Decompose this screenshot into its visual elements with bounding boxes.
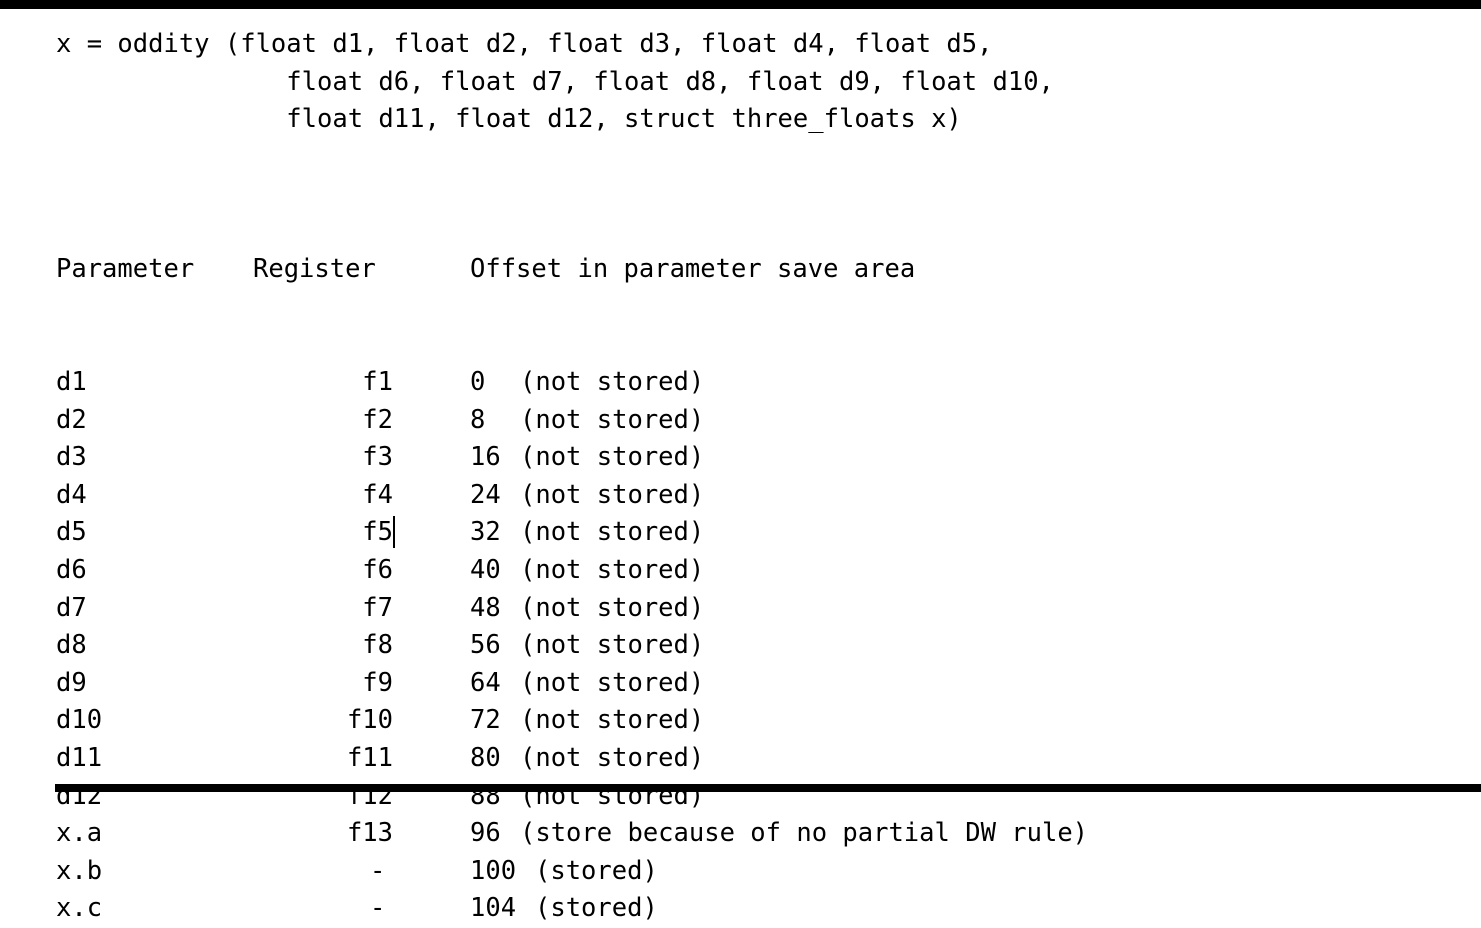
cell-parameter: d1: [56, 366, 87, 397]
cell-offset: 0: [470, 366, 486, 397]
table-row: d6 f6 40 (not stored): [0, 552, 704, 590]
cell-parameter: d3: [56, 442, 87, 473]
cell-parameter: x.a: [56, 818, 103, 849]
cell-note: (not stored): [520, 705, 705, 736]
cell-register: f10: [346, 705, 393, 736]
cell-register: f8: [362, 630, 393, 661]
cell-register: f13: [346, 818, 393, 849]
cell-parameter: d6: [56, 554, 87, 585]
parameter-table: Parameter Register Offset in parameter s…: [0, 176, 1088, 928]
signature-line: x = oddity (float d1, float d2, float d3…: [56, 29, 993, 59]
cell-parameter: x.c: [56, 893, 103, 924]
cell-note: (not stored): [520, 366, 705, 397]
cell-note: (stored): [535, 855, 658, 886]
cell-register: f9: [362, 667, 393, 698]
column-header-parameter: Parameter: [56, 254, 195, 285]
cell-register: f3: [362, 442, 393, 473]
cell-offset: 64: [470, 667, 501, 698]
cell-register: -: [370, 855, 386, 886]
cell-offset: 8: [470, 404, 486, 435]
table-row: d4 f4 24 (not stored): [0, 477, 704, 515]
cell-parameter: d10: [56, 705, 103, 736]
cell-note: (not stored): [520, 592, 705, 623]
cell-register: f6: [362, 554, 393, 585]
cell-register: f11: [346, 742, 393, 773]
table-row: d9 f9 64 (not stored): [0, 665, 704, 703]
cell-note: (not stored): [520, 667, 705, 698]
cell-offset: 96: [470, 818, 501, 849]
cell-offset: 72: [470, 705, 501, 736]
signature-line: float d6, float d7, float d8, float d9, …: [56, 66, 1054, 97]
table-row: d5 f5 32 (not stored): [0, 514, 704, 552]
cell-parameter: d5: [56, 517, 87, 548]
cell-parameter: d4: [56, 479, 87, 510]
cell-offset: 48: [470, 592, 501, 623]
bottom-horizontal-rule: [55, 784, 1481, 792]
cell-note: (store because of no partial DW rule): [520, 818, 1089, 849]
cell-register: -: [370, 893, 386, 924]
cell-offset: 40: [470, 554, 501, 585]
text-cursor: [393, 516, 395, 549]
top-horizontal-rule: [0, 0, 1481, 9]
signature-line: float d11, float d12, struct three_float…: [56, 104, 962, 135]
cell-offset: 16: [470, 442, 501, 473]
cell-offset: 24: [470, 479, 501, 510]
cell-register: f1: [362, 366, 393, 397]
cell-note: (not stored): [520, 742, 705, 773]
cell-register: f5: [362, 517, 393, 548]
table-row: d3 f3 16 (not stored): [0, 439, 704, 477]
cell-note: (not stored): [520, 479, 705, 510]
table-row: d10 f10 72 (not stored): [0, 702, 704, 740]
table-row: d11 f11 80 (not stored): [0, 740, 704, 778]
cell-parameter: x.b: [56, 855, 103, 886]
cell-register: f7: [362, 592, 393, 623]
cell-note: (stored): [535, 893, 658, 924]
cell-offset: 104: [470, 893, 517, 924]
cell-register: f2: [362, 404, 393, 435]
cell-note: (not stored): [520, 554, 705, 585]
cell-offset: 56: [470, 630, 501, 661]
cell-parameter: d11: [56, 742, 103, 773]
cell-parameter: d2: [56, 404, 87, 435]
table-row: x.b - 100 (stored): [0, 853, 658, 891]
cell-note: (not stored): [520, 630, 705, 661]
table-header-row: Parameter Register Offset in parameter s…: [0, 251, 915, 289]
cell-offset: 80: [470, 742, 501, 773]
table-row: x.a f13 96 (store because of no partial DW …: [0, 815, 1088, 853]
function-signature: x = oddity (float d1, float d2, float d3…: [56, 26, 1054, 139]
cell-parameter: d7: [56, 592, 87, 623]
table-row: d7 f7 48 (not stored): [0, 590, 704, 628]
cell-note: (not stored): [520, 442, 705, 473]
cell-parameter: d8: [56, 630, 87, 661]
cell-parameter: d9: [56, 667, 87, 698]
cell-register: f4: [362, 479, 393, 510]
column-header-offset: Offset in parameter save area: [470, 254, 916, 285]
table-row: d2 f2 8 (not stored): [0, 402, 704, 440]
cell-note: (not stored): [520, 404, 705, 435]
cell-note: (not stored): [520, 517, 705, 548]
column-header-register: Register: [253, 254, 376, 285]
table-row: d8 f8 56 (not stored): [0, 627, 704, 665]
cell-offset: 100: [470, 855, 517, 886]
table-row: x.c - 104 (stored): [0, 890, 658, 928]
cell-offset: 32: [470, 517, 501, 548]
table-row: d1 f1 0 (not stored): [0, 364, 704, 402]
